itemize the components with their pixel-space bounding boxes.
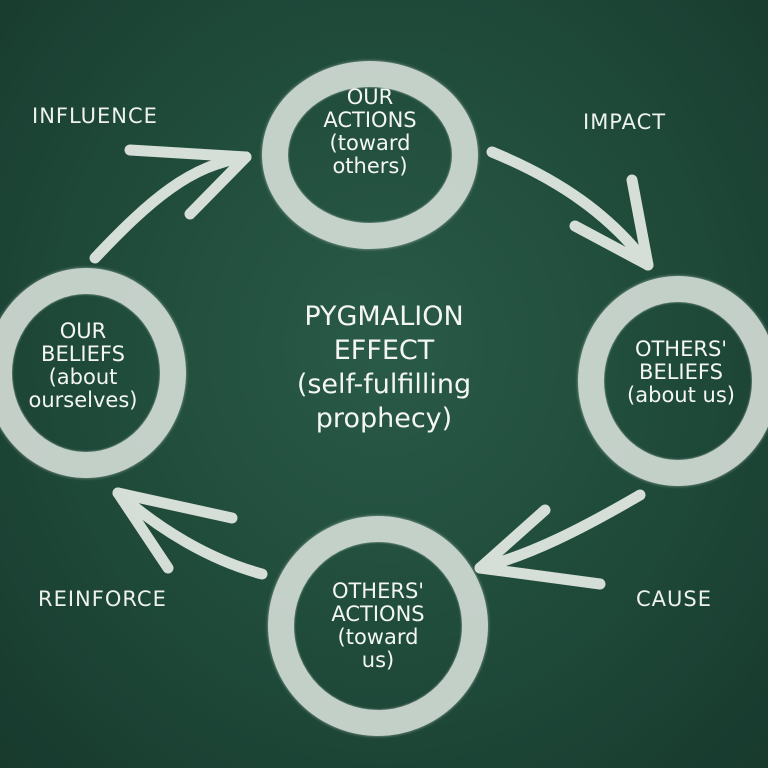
diagram-title: PYGMALION EFFECT (self-fulfilling prophe… bbox=[234, 300, 534, 436]
node-line: OUR bbox=[346, 85, 394, 109]
our-actions-node: OUR ACTIONS (toward others) bbox=[300, 86, 440, 178]
title-line: EFFECT bbox=[333, 335, 435, 366]
reinforce-label: REINFORCE bbox=[38, 587, 167, 611]
others-beliefs-node: OTHERS' BELIEFS (about us) bbox=[606, 338, 756, 407]
subtitle-line: prophecy) bbox=[315, 403, 453, 434]
node-line: (toward bbox=[337, 625, 419, 649]
reinforce-arrowhead bbox=[112, 487, 238, 574]
cause-arrowhead bbox=[474, 504, 606, 590]
influence-arrow bbox=[89, 151, 252, 264]
influence-arrowhead bbox=[124, 144, 252, 220]
cause-label: CAUSE bbox=[636, 587, 712, 611]
title-line: PYGMALION bbox=[304, 301, 464, 332]
our-beliefs-node: OUR BELIEFS (about ourselves) bbox=[8, 320, 158, 412]
node-line: ACTIONS bbox=[323, 108, 417, 132]
node-line: OUR bbox=[59, 319, 107, 343]
node-line: (about us) bbox=[627, 383, 735, 407]
node-line: ACTIONS bbox=[331, 602, 425, 626]
cause-arrow bbox=[474, 489, 646, 574]
node-line: BELIEFS bbox=[639, 360, 723, 384]
node-line: BELIEFS bbox=[41, 342, 125, 366]
impact-arrow bbox=[486, 146, 654, 271]
node-line: others) bbox=[332, 154, 408, 178]
node-line: (toward bbox=[329, 131, 411, 155]
influence-label: INFLUENCE bbox=[32, 104, 158, 128]
impact-arrowhead bbox=[569, 174, 654, 271]
impact-label: IMPACT bbox=[583, 110, 667, 134]
subtitle-line: (self-fulfilling bbox=[296, 369, 472, 400]
node-line: ourselves) bbox=[28, 388, 138, 412]
node-line: us) bbox=[361, 648, 395, 672]
node-line: (about bbox=[48, 365, 118, 389]
node-line: OTHERS' bbox=[331, 579, 425, 603]
others-actions-node: OTHERS' ACTIONS (toward us) bbox=[306, 580, 450, 672]
node-line: OTHERS' bbox=[634, 337, 728, 361]
